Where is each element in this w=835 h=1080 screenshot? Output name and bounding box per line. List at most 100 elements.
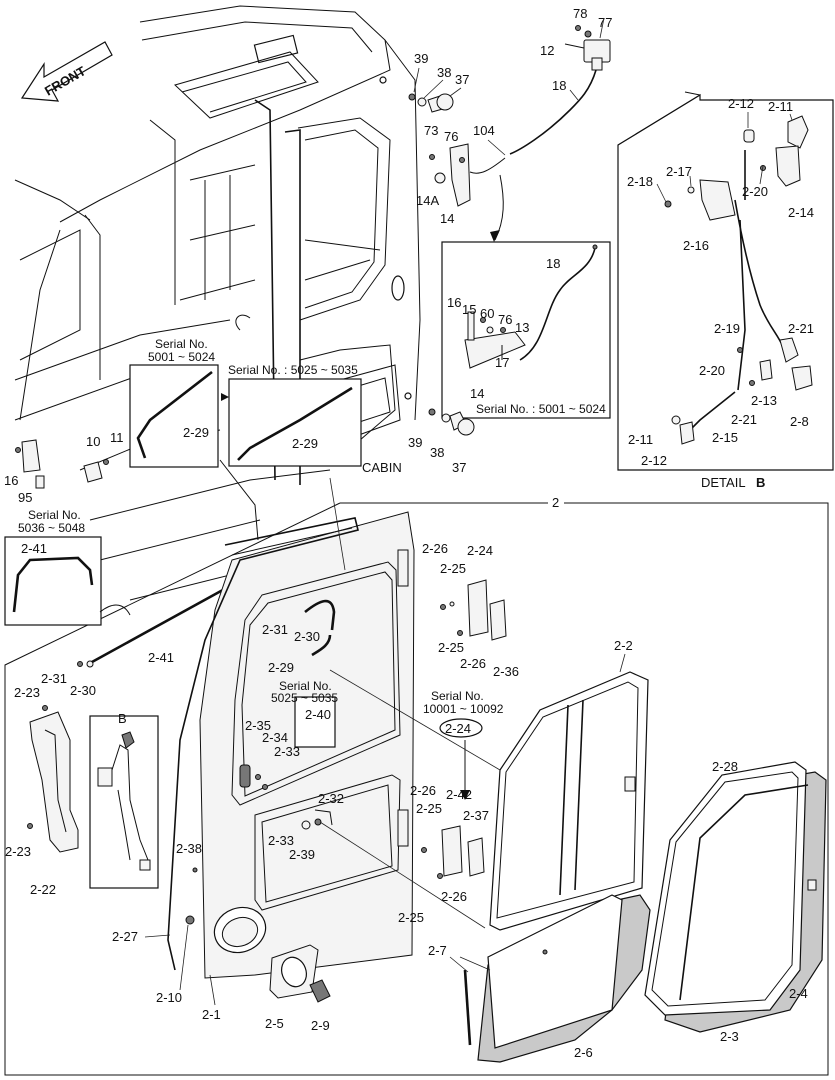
detail-b-title-prefix: DETAIL — [701, 475, 746, 490]
callout-18-detail: 18 — [546, 256, 560, 271]
left-hardware: 16 95 10 11 — [4, 430, 124, 505]
callout-2-34: 2-34 — [262, 730, 288, 745]
callout-95: 95 — [18, 490, 32, 505]
leader-2-10 — [179, 924, 189, 991]
front-arrow: FRONT — [20, 41, 113, 102]
serial-box-arrow — [221, 393, 229, 401]
callout-2-19: 2-19 — [714, 321, 740, 336]
callout-2-25-c: 2-25 — [416, 801, 442, 816]
callout-37-lower: 37 — [452, 460, 466, 475]
callout-2-33-a: 2-33 — [274, 744, 300, 759]
callout-38-top: 38 — [437, 65, 451, 80]
callout-39-top: 39 — [414, 51, 428, 66]
callout-76-detail: 76 — [498, 312, 512, 327]
callout-2-30-b: 2-30 — [70, 683, 96, 698]
callout-2-28: 2-28 — [712, 759, 738, 774]
callout-2-16: 2-16 — [683, 238, 709, 253]
callout-2-8: 2-8 — [790, 414, 809, 429]
callout-2-31-a: 2-31 — [262, 622, 288, 637]
pin-set-top: 39 38 37 — [408, 51, 469, 113]
callout-2-29-b: 2-29 — [292, 436, 318, 451]
callout-16-detail: 16 — [447, 295, 461, 310]
callout-2-15: 2-15 — [712, 430, 738, 445]
cabin-label: CABIN — [362, 460, 402, 475]
serial-2-label: Serial No. : 5025 ~ 5035 — [228, 363, 358, 377]
callout-17-detail: 17 — [495, 355, 509, 370]
callout-73: 73 — [424, 123, 438, 138]
callout-2-33-b: 2-33 — [268, 833, 294, 848]
callout-2-14: 2-14 — [788, 205, 814, 220]
callout-14-detail: 14 — [470, 386, 484, 401]
callout-2-27: 2-27 — [112, 929, 138, 944]
serial-4-line2: 5036 ~ 5048 — [18, 521, 85, 535]
callout-2-42: 2-42 — [446, 787, 472, 802]
callout-2-5: 2-5 — [265, 1016, 284, 1031]
callout-2-2: 2-2 — [614, 638, 633, 653]
leader-cabin-door — [329, 477, 346, 571]
detail-b-title-letter: B — [756, 475, 765, 490]
callout-2-32: 2-32 — [318, 791, 344, 806]
callout-2-11-a: 2-11 — [768, 99, 793, 114]
callout-2-25-a: 2-25 — [440, 561, 466, 576]
callout-2-21-b: 2-21 — [731, 412, 757, 427]
serial-3-label: Serial No. : 5001 ~ 5024 — [476, 402, 606, 416]
latch-hardware-top: 78 77 12 18 — [509, 6, 612, 155]
callout-78: 78 — [573, 6, 587, 21]
serial-1-line1: Serial No. — [155, 337, 208, 351]
callout-2-1: 2-1 — [202, 1007, 221, 1022]
detail-serial-5001-5024: 18 16 15 60 76 13 14 17 Serial No. : 500… — [441, 241, 611, 419]
serial-5-line2: 5025 ~ 5035 — [271, 691, 338, 705]
b-box-letter: B — [118, 711, 127, 726]
callout-2-35: 2-35 — [245, 718, 271, 733]
callout-15-detail: 15 — [462, 302, 476, 317]
callout-2-26-b: 2-26 — [460, 656, 486, 671]
serial-box-5001-5024: Serial No. 5001 ~ 5024 2-29 — [129, 337, 219, 468]
callout-2-20-b: 2-20 — [699, 363, 725, 378]
callout-60-detail: 60 — [480, 306, 494, 321]
group-2-label: 2 — [552, 495, 559, 510]
callout-2-41-a: 2-41 — [21, 541, 47, 556]
door-panel — [167, 511, 415, 979]
callout-2-37: 2-37 — [463, 808, 489, 823]
callout-2-7: 2-7 — [428, 943, 447, 958]
callout-2-9: 2-9 — [311, 1018, 330, 1033]
inner-handle: 2-5 2-9 — [265, 944, 331, 1033]
callout-2-26-c: 2-26 — [410, 783, 436, 798]
upper-hinge: 2-26 2-24 2-25 2-25 2-26 2-36 — [422, 541, 519, 679]
right-windows: 2-28 2-3 2-4 — [644, 759, 827, 1044]
callout-2-39: 2-39 — [289, 847, 315, 862]
callout-2-23-b: 2-23 — [5, 844, 31, 859]
b-box: B — [89, 711, 159, 889]
callout-14a-top: 14A — [416, 193, 439, 208]
callout-2-10: 2-10 — [156, 990, 182, 1005]
callout-12: 12 — [540, 43, 554, 58]
callout-104: 104 — [473, 123, 495, 138]
callout-2-38: 2-38 — [176, 841, 202, 856]
callout-2-6: 2-6 — [574, 1045, 593, 1060]
door-stay-bracket: 2-23 2-23 2-22 — [5, 685, 79, 897]
serial-box-5025-5035: Serial No. : 5025 ~ 5035 2-29 — [228, 363, 362, 467]
callout-77: 77 — [598, 15, 612, 30]
callout-2-11-b: 2-11 — [628, 432, 653, 447]
callout-14-top: 14 — [440, 211, 454, 226]
callout-16-left: 16 — [4, 473, 18, 488]
sliding-window-frame: 2-2 — [489, 638, 649, 931]
callout-2-25-d: 2-25 — [398, 910, 424, 925]
lower-glass: 2-7 2-6 — [428, 894, 651, 1063]
group-2-border: 2 — [4, 495, 829, 1076]
callout-2-22: 2-22 — [30, 882, 56, 897]
serial-box-5036-5048: Serial No. 5036 ~ 5048 2-41 — [4, 508, 131, 626]
callout-2-21-a: 2-21 — [788, 321, 814, 336]
serial-1-line2: 5001 ~ 5024 — [148, 350, 215, 364]
callout-2-12-a: 2-12 — [728, 96, 754, 111]
callout-2-41-b: 2-41 — [148, 650, 174, 665]
callout-2-25-b: 2-25 — [438, 640, 464, 655]
leader-door-window-a — [329, 669, 501, 771]
callout-2-24-b: 2-24 — [445, 721, 471, 736]
callout-2-36: 2-36 — [493, 664, 519, 679]
detail-b: 2-12 2-11 2-17 2-18 2-20 2-14 2-16 2-19 … — [617, 91, 834, 490]
callout-2-24-a: 2-24 — [467, 543, 493, 558]
leader-2-27 — [144, 934, 171, 938]
callout-38-lower: 38 — [430, 445, 444, 460]
lock-lever: 73 76 104 14A 14 — [416, 123, 506, 226]
